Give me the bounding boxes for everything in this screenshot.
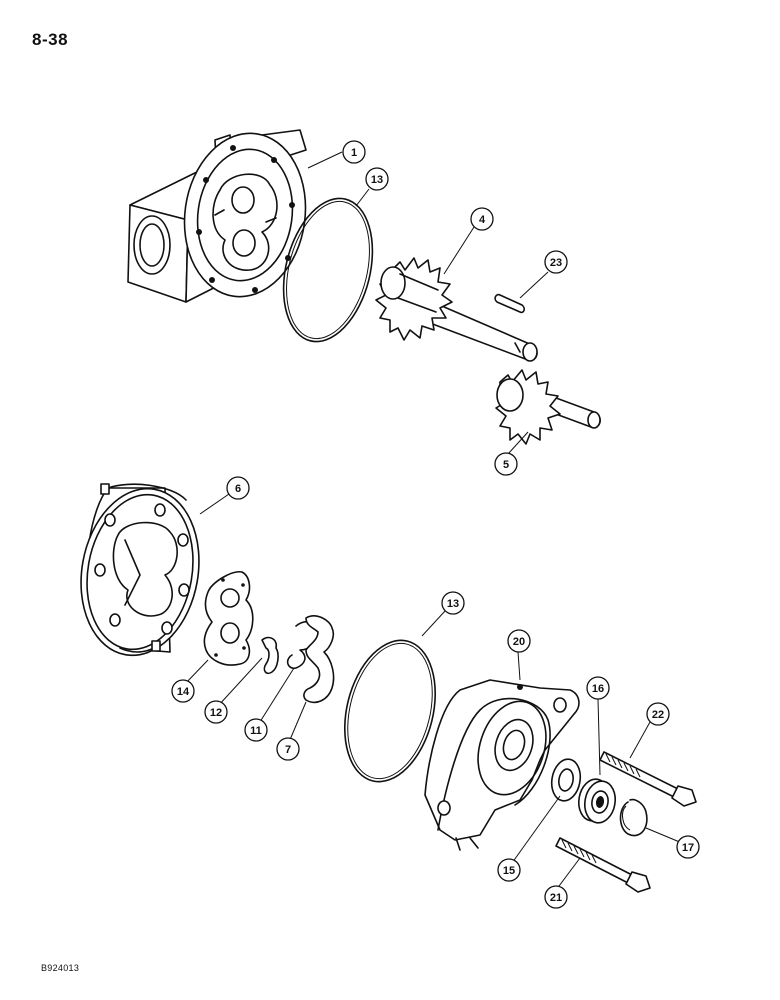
idler-gear-part bbox=[495, 369, 601, 445]
callout-14: 14 bbox=[171, 679, 195, 703]
callout-21: 21 bbox=[544, 885, 568, 909]
figure-code: B924013 bbox=[41, 963, 80, 973]
pump-cover-part bbox=[424, 679, 580, 851]
callout-label: 14 bbox=[177, 686, 190, 698]
callout-label: 21 bbox=[550, 892, 562, 904]
callout-label: 12 bbox=[210, 707, 222, 719]
washer-part bbox=[550, 758, 582, 802]
callout-22: 22 bbox=[646, 702, 670, 726]
callout-label: 23 bbox=[550, 257, 562, 269]
callout-13-upper: 13 bbox=[365, 167, 389, 191]
callout-label: 13 bbox=[447, 598, 459, 610]
callout-label: 4 bbox=[479, 214, 486, 226]
callout-label: 13 bbox=[371, 174, 383, 186]
callout-label: 6 bbox=[235, 483, 241, 495]
o-ring-lower bbox=[343, 639, 437, 783]
callout-16: 16 bbox=[586, 676, 610, 700]
callout-label: 5 bbox=[503, 459, 509, 471]
callout-13-lower: 13 bbox=[441, 591, 465, 615]
small-seal-part bbox=[261, 636, 279, 675]
callout-7: 7 bbox=[276, 737, 300, 761]
backup-gasket-part bbox=[303, 615, 335, 704]
callout-label: 15 bbox=[503, 865, 515, 877]
callout-20: 20 bbox=[507, 629, 531, 653]
oil-seal-part bbox=[577, 778, 617, 824]
callout-6: 6 bbox=[226, 476, 250, 500]
callout-4: 4 bbox=[470, 207, 494, 231]
callout-label: 11 bbox=[250, 725, 262, 737]
callout-label: 17 bbox=[682, 842, 694, 854]
callout-label: 20 bbox=[513, 636, 525, 648]
callout-12: 12 bbox=[204, 700, 228, 724]
callout-label: 16 bbox=[592, 683, 604, 695]
callout-label: 7 bbox=[285, 744, 291, 756]
leader-lines bbox=[183, 151, 683, 891]
callout-23: 23 bbox=[544, 250, 568, 274]
drive-gear-shaft-part bbox=[375, 257, 538, 362]
callout-label: 1 bbox=[351, 147, 357, 159]
bolt-lower-part bbox=[555, 837, 651, 893]
callout-label: 22 bbox=[652, 709, 664, 721]
pump-body-part bbox=[127, 129, 307, 303]
callout-17: 17 bbox=[676, 835, 700, 859]
o-ring-upper bbox=[282, 197, 374, 343]
page-number: 8-38 bbox=[32, 30, 69, 49]
key-part bbox=[494, 293, 525, 314]
bolt-upper-part bbox=[599, 751, 697, 807]
callout-11: 11 bbox=[244, 718, 268, 742]
wear-plate-part bbox=[203, 571, 254, 666]
callout-15: 15 bbox=[497, 858, 521, 882]
gear-housing-part bbox=[80, 483, 200, 657]
snap-ring-part bbox=[619, 798, 648, 837]
callout-5: 5 bbox=[494, 452, 518, 476]
callout-1: 1 bbox=[342, 140, 366, 164]
